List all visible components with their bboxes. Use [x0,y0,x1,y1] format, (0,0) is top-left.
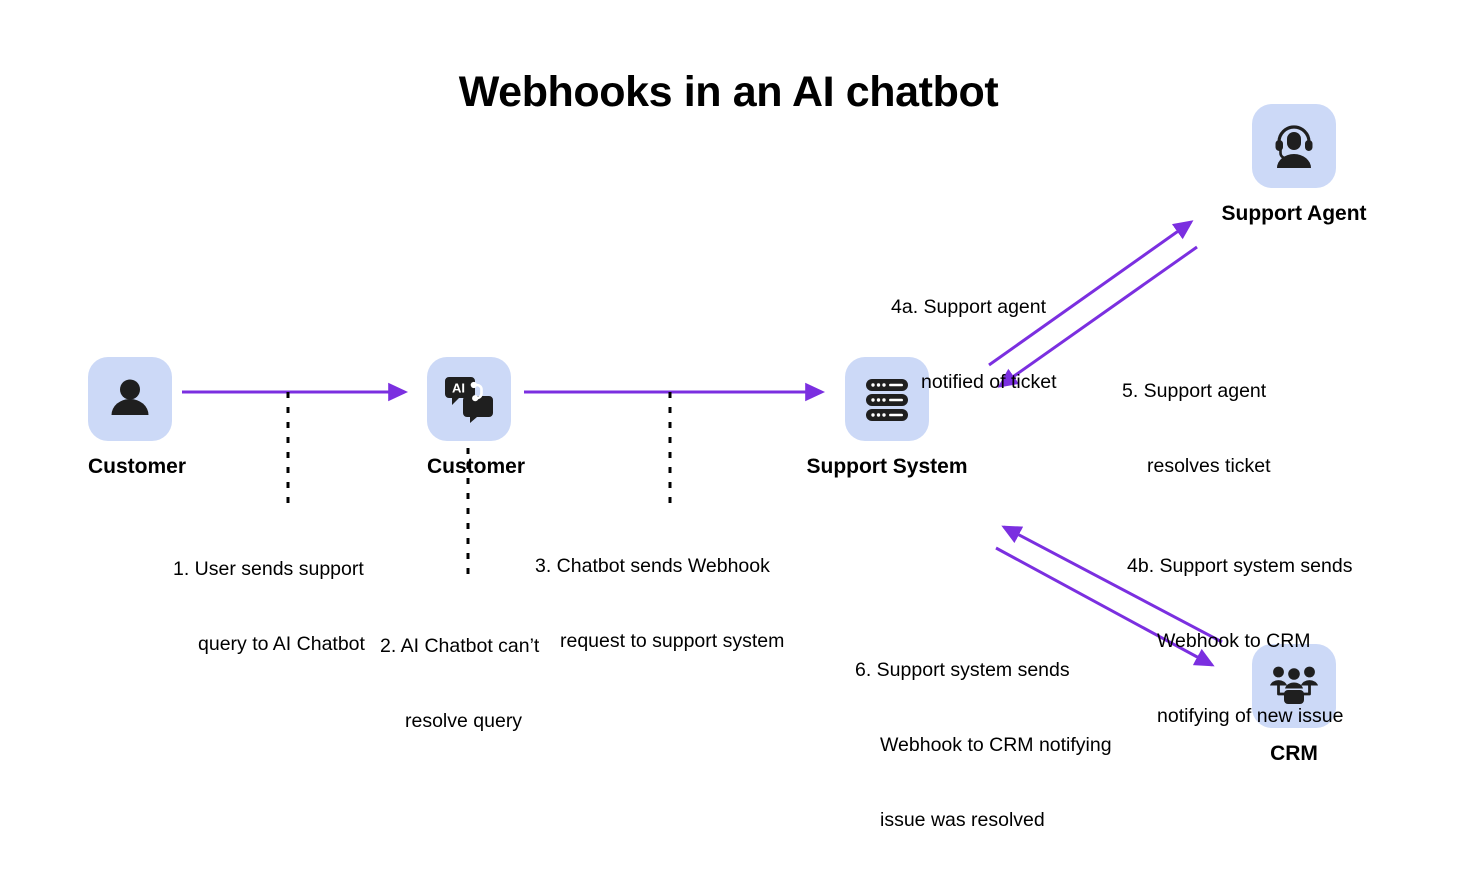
caption-step-5-line-1: 5. Support agent [1122,380,1267,402]
page-title: Webhooks in an AI chatbot [458,68,999,116]
caption-step-4a: 4a. Support agent notified of ticket [891,245,1057,445]
caption-step-2: 2. AI Chatbot can’t resolve query [380,584,539,784]
caption-step-3-line-2: request to support system [560,630,785,652]
caption-step-5: 5. Support agent resolves ticket [1122,329,1271,529]
arrow-system-to-crm [995,546,1215,667]
node-label-crm: CRM [1270,742,1318,765]
node-support-system[interactable]: Support System [806,357,968,479]
ai-chat-icon: AI [445,377,493,423]
caption-step-5-line-2: resolves ticket [1147,455,1271,477]
caption-step-3: 3. Chatbot sends Webhook request to supp… [535,504,784,704]
arrow-system-to-agent [988,220,1194,367]
ai-chatbot-icon-tile: AI [427,357,511,441]
caption-step-2-line-2: resolve query [405,710,523,732]
caption-step-6: 6. Support system sends Webhook to CRM n… [855,608,1112,883]
caption-step-6-line-1: 6. Support system sends [855,659,1070,681]
caption-step-4a-line-1: 4a. Support agent [891,296,1047,318]
ai-icon-text: AI [452,381,465,396]
caption-step-4b-line-2: Webhook to CRM [1157,630,1311,652]
caption-step-4b-line-1: 4b. Support system sends [1127,555,1353,577]
caption-step-1-line-1: 1. User sends support [173,558,364,580]
caption-step-1-line-2: query to AI Chatbot [198,633,365,655]
node-label-support-system: Support System [806,455,968,478]
caption-step-6-line-2: Webhook to CRM notifying [880,734,1112,756]
diagram-canvas: Webhooks in an AI chatbot [88,68,1367,831]
caption-step-4a-line-2: notified of ticket [921,371,1057,393]
node-crm[interactable]: CRM [1252,644,1336,766]
support-system-icon-tile [845,357,929,441]
caption-step-2-line-1: 2. AI Chatbot can’t [380,635,540,657]
arrow-crm-to-system [1001,525,1223,644]
node-label-customer: Customer [88,455,187,478]
support-agent-icon-tile [1252,104,1336,188]
caption-step-4b-line-3: notifying of new issue [1157,705,1344,727]
caption-step-3-line-1: 3. Chatbot sends Webhook [535,555,770,577]
node-customer[interactable]: Customer [88,357,186,479]
people-group-icon [1270,666,1318,704]
person-icon [111,379,149,415]
headset-agent-icon [1275,125,1313,168]
caption-step-6-line-3: issue was resolved [880,809,1045,831]
node-support-agent[interactable]: Support Agent [1221,104,1367,226]
node-label-support-agent: Support Agent [1221,202,1367,225]
node-ai-chatbot[interactable]: AI Customer [427,357,525,479]
caption-step-4b: 4b. Support system sends Webhook to CRM … [1127,504,1352,779]
crm-icon-tile [1252,644,1336,728]
node-label-ai-chatbot: Customer [427,455,526,478]
customer-icon-tile [88,357,172,441]
connector-layer [182,220,1223,667]
server-icon [866,379,908,421]
caption-step-1: 1. User sends support query to AI Chatbo… [173,507,365,707]
arrow-agent-to-system [997,245,1198,388]
